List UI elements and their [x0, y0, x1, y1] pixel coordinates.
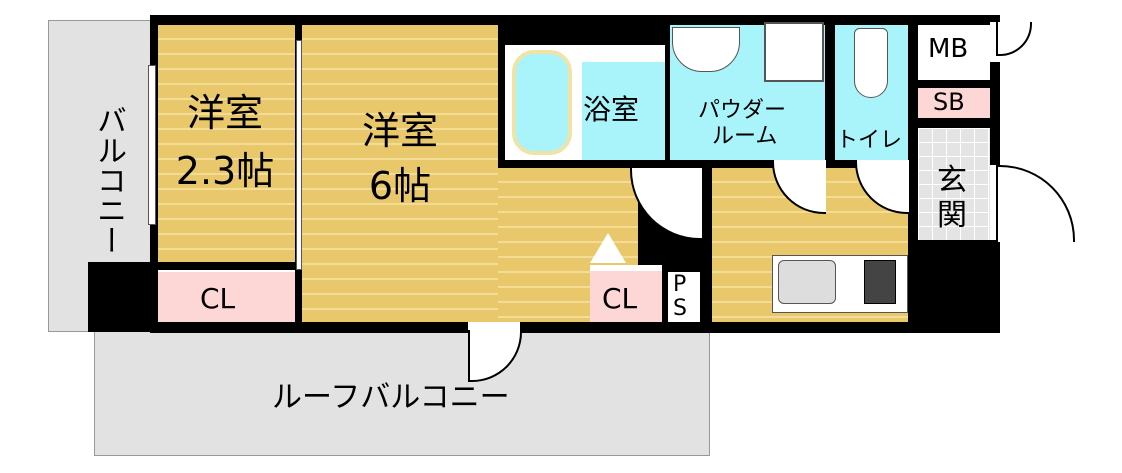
- toilet-label: トイレ: [836, 128, 903, 153]
- closet-right-label: CL: [602, 282, 638, 315]
- entrance-door[interactable]: [996, 165, 1075, 242]
- sb-label: SB: [933, 88, 965, 116]
- sink-icon: [778, 260, 836, 304]
- window: [148, 65, 156, 225]
- shoe-box: [918, 88, 990, 118]
- ps-label-s: S: [673, 296, 687, 321]
- stove-icon: [864, 260, 896, 304]
- entrance-label-1: 玄: [937, 163, 967, 198]
- bath-label: 浴室: [583, 93, 640, 126]
- bathtub-icon: [512, 50, 572, 155]
- closet-arrow-icon: [590, 233, 626, 263]
- roof-balcony: [94, 328, 710, 456]
- mb-label: MB: [928, 34, 969, 64]
- mb-door[interactable]: [996, 22, 1032, 56]
- room-western-main-size: 6帖: [368, 164, 432, 208]
- entrance-label-2: 関: [937, 198, 967, 233]
- room-western-main-name: 洋室: [361, 109, 438, 153]
- balcony-label: バルコニー: [91, 105, 126, 255]
- room-western-main: [302, 25, 498, 322]
- roof-balcony-label: ルーフバルコニー: [272, 380, 510, 415]
- room-western-small-size: 2.3帖: [175, 149, 275, 193]
- meter-box: [918, 25, 990, 80]
- room-western-small-name: 洋室: [186, 91, 263, 135]
- room-western-small: [158, 25, 295, 262]
- bathroom: [582, 62, 665, 160]
- entrance: [918, 128, 990, 240]
- toilet-icon: [854, 28, 888, 98]
- washing-machine-icon: [764, 22, 824, 82]
- wall-left-block: [88, 262, 158, 332]
- powder-label-1: パウダー: [698, 98, 787, 123]
- sliding-door[interactable]: [296, 40, 302, 270]
- pipe-space: [668, 272, 700, 322]
- closet-right: [590, 265, 662, 322]
- closet-left-label: CL: [200, 282, 236, 315]
- ps-label-p: P: [673, 272, 687, 297]
- closet-left: [158, 270, 295, 322]
- powder-label-2: ルーム: [712, 124, 778, 149]
- washbasin-icon: [672, 27, 740, 72]
